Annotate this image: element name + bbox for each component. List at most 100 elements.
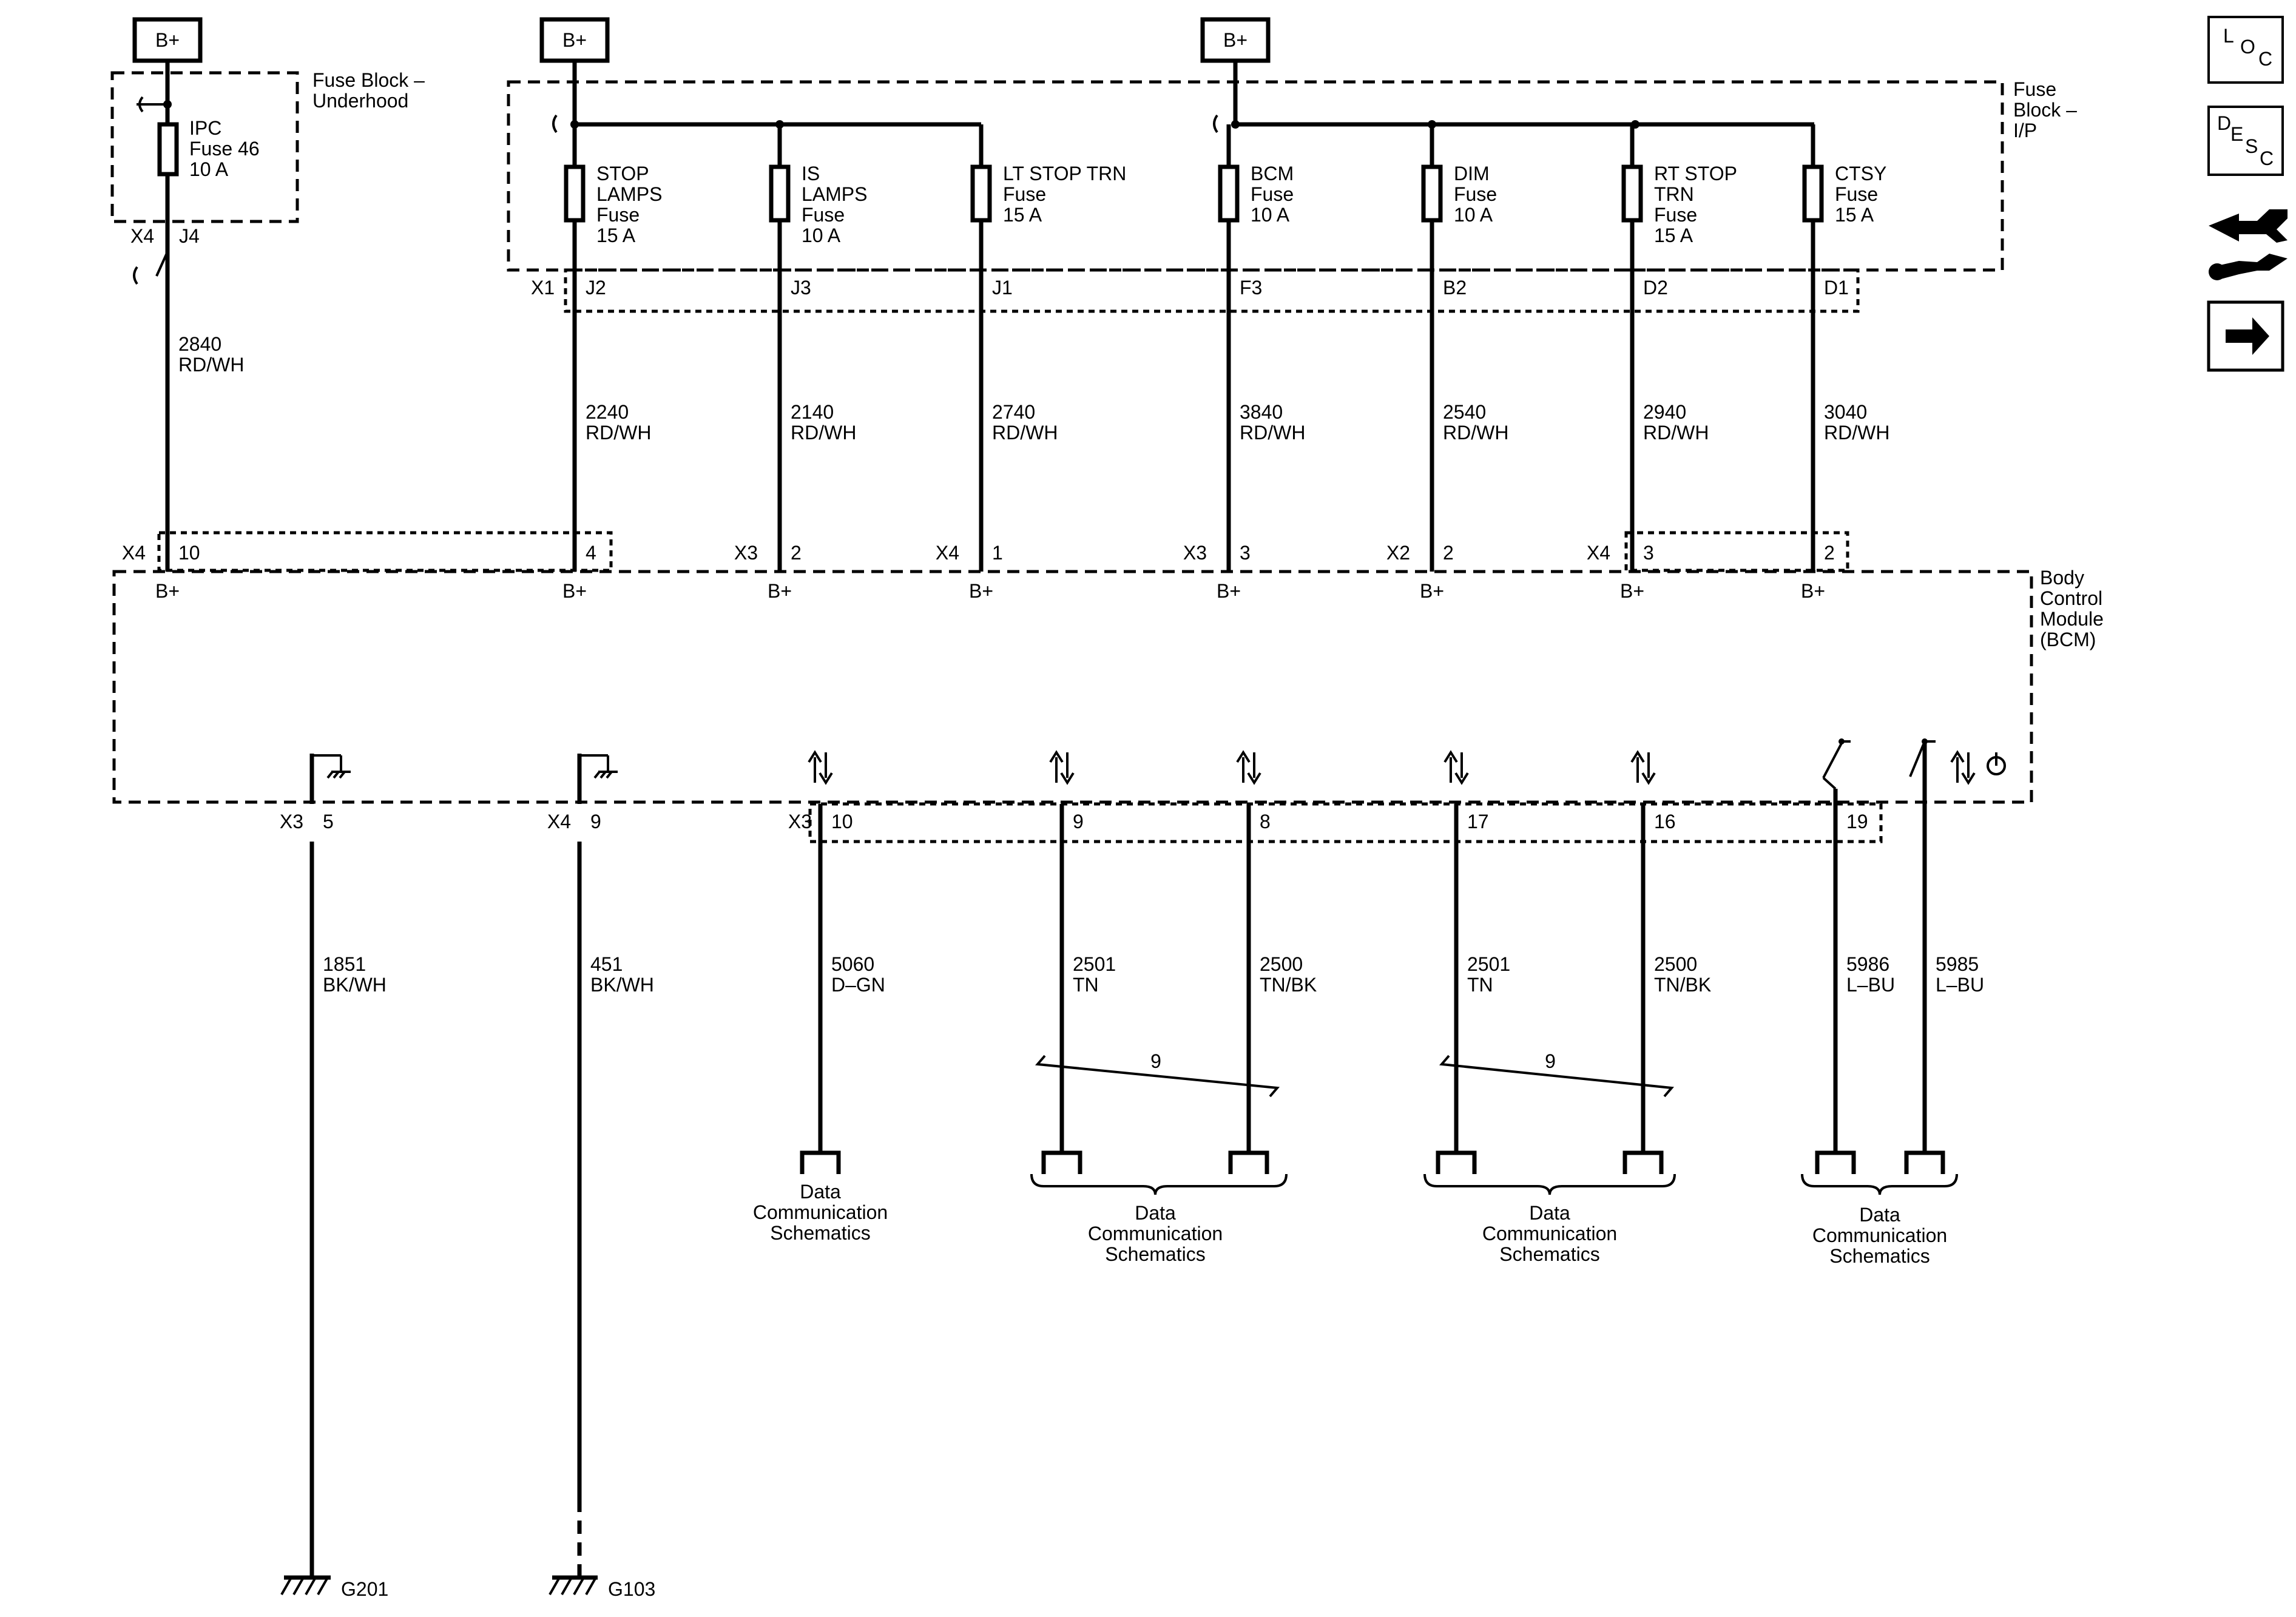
- wire-color-code: RD/WH: [1240, 422, 1305, 444]
- bidirectional-data-arrow-icon: [1443, 750, 1469, 785]
- connector-block-icon: [1041, 1150, 1082, 1174]
- wire-color-code: RD/WH: [992, 422, 1058, 444]
- bcm-ground-icon-1: [309, 754, 351, 804]
- data-comm-label-line: Communication: [753, 1201, 888, 1223]
- fuse-label-line: Fuse: [802, 204, 845, 226]
- pin-function-label: B+: [969, 580, 993, 602]
- bidirectional-data-arrow-icon: [1950, 750, 1976, 785]
- data-comm-label-line: Schematics: [1829, 1245, 1930, 1267]
- pin-number: 10: [831, 811, 853, 832]
- connector-wrench-icon[interactable]: [2209, 209, 2288, 280]
- pin-number: 4: [586, 542, 596, 564]
- wire-circuit-number: 2740: [992, 401, 1035, 423]
- pin-function-label: B+: [1620, 580, 1644, 602]
- pin-function-label: B+: [1217, 580, 1241, 602]
- pin-function-label: B+: [155, 580, 180, 602]
- svg-text:S: S: [2245, 135, 2258, 157]
- fuse-ipc-46-icon: [157, 122, 179, 177]
- svg-text:B+: B+: [155, 29, 180, 51]
- wire-color-code: RD/WH: [1643, 422, 1709, 444]
- fuse-pin-label: J3: [791, 277, 811, 299]
- fuse-label-line: TRN: [1654, 183, 1694, 205]
- fuse-label-line: RT STOP: [1654, 163, 1737, 184]
- connector-label: X3: [280, 811, 303, 832]
- fuse-label-line: LAMPS: [802, 183, 867, 205]
- connector-label: X3: [1183, 542, 1207, 564]
- svg-text:O: O: [2240, 36, 2255, 58]
- svg-text:L: L: [2223, 25, 2234, 47]
- fuse-label-line: Fuse: [1654, 204, 1697, 226]
- svg-text:X4: X4: [130, 225, 154, 247]
- fuse-icon: [769, 164, 791, 223]
- svg-text:C: C: [2258, 48, 2272, 70]
- pin-number: 9: [1073, 811, 1084, 832]
- loc-icon[interactable]: L O C: [2207, 16, 2284, 84]
- connector-block-icon: [1904, 1150, 1945, 1174]
- pin-function-label: B+: [1420, 580, 1444, 602]
- wire-color-code: BK/WH: [323, 974, 387, 996]
- data-comm-label-line: Communication: [1088, 1223, 1223, 1244]
- pin-function-label: B+: [768, 580, 792, 602]
- wire-circuit-number: 5985: [1936, 953, 1979, 975]
- data-comm-label-line: Data: [1135, 1202, 1176, 1224]
- bcm-top-pin-1: 4B+: [562, 542, 596, 602]
- fuse-icon: [564, 164, 586, 223]
- twisted-pair-marker-1: 9: [1035, 1050, 1280, 1098]
- pin-number: 2: [1824, 542, 1835, 564]
- wire-color-code: TN/BK: [1260, 974, 1317, 996]
- pin-number: 19: [1846, 811, 1868, 832]
- svg-text:X1: X1: [531, 277, 555, 299]
- wire-circuit-number: 2501: [1467, 953, 1510, 975]
- ground-g201: G201: [280, 842, 388, 1600]
- fuse-label-line: Fuse: [596, 204, 640, 226]
- wire-color-code: RD/WH: [178, 354, 244, 376]
- svg-text:E: E: [2230, 123, 2243, 145]
- fuse-label-line: Fuse: [1454, 183, 1497, 205]
- wire-color-code: RD/WH: [1443, 422, 1508, 444]
- connector-label: X3: [734, 542, 758, 564]
- wire-circuit-number: 3840: [1240, 401, 1283, 423]
- connector-label: X2: [1386, 542, 1410, 564]
- connector-label: X4: [547, 811, 571, 832]
- svg-text:9: 9: [1545, 1050, 1556, 1072]
- fuse-icon: [1218, 164, 1240, 223]
- fuse-label-line: 15 A: [1003, 204, 1042, 226]
- fuse-label-line: LT STOP TRN: [1003, 163, 1126, 184]
- wire-color-code: D–GN: [831, 974, 885, 996]
- bcm-bottom-pin-6: 16: [1654, 811, 1676, 832]
- wire-circuit-number: 5986: [1846, 953, 1889, 975]
- next-arrow-icon[interactable]: [2207, 300, 2284, 372]
- fuse-label-line: BCM: [1251, 163, 1294, 184]
- svg-text:Block –: Block –: [2013, 99, 2077, 121]
- connector-block-icon: [1815, 1150, 1856, 1174]
- svg-text:Fuse: Fuse: [2013, 78, 2056, 100]
- wire-circuit-number: 2500: [1260, 953, 1303, 975]
- pin-number: 10: [178, 542, 200, 564]
- connector-block-icon: [800, 1150, 841, 1174]
- wire-circuit-number: 2240: [586, 401, 629, 423]
- desc-icon[interactable]: D E S C: [2207, 106, 2284, 176]
- svg-text:Fuse 46: Fuse 46: [189, 138, 260, 160]
- bidirectional-data-arrow-icon: [808, 750, 833, 785]
- connector-block-icon: [1436, 1150, 1477, 1174]
- fuse-label-line: Fuse: [1251, 183, 1294, 205]
- bidirectional-data-arrow-icon: [1049, 750, 1075, 785]
- wire-circuit-number: 5060: [831, 953, 874, 975]
- ground-g103: G103: [549, 842, 655, 1600]
